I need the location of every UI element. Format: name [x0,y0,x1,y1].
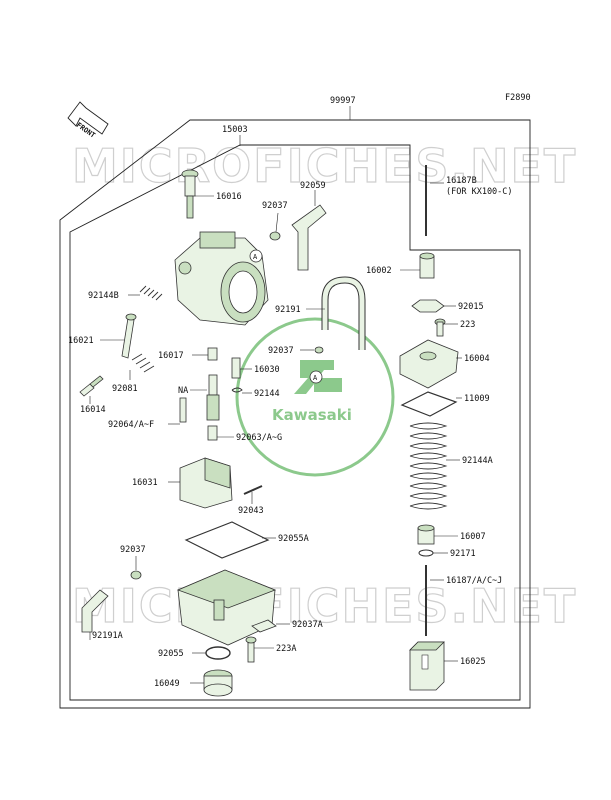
label-15003: 15003 [222,125,248,135]
part-92191a-hose [81,589,109,633]
part-16021-screw [121,313,137,359]
part-16049-plug [203,669,233,697]
label-92037-center: 92037 [268,346,294,356]
part-92191-hose: A [309,276,366,384]
label-16031: 16031 [132,478,158,488]
front-arrow-icon: FRONT [67,101,109,140]
part-92037-center [314,346,324,354]
part-92037-upper [269,231,281,241]
label-11009: 11009 [464,394,490,404]
part-223-screw [434,318,446,337]
part-92144-small [231,387,243,393]
part-92059-hose [291,204,327,271]
part-92081-spring [131,353,155,373]
watermark-bottom: MICROFICHES.NET [72,579,577,633]
label-223: 223 [460,320,475,330]
part-92015-nut [411,299,445,313]
label-92171: 92171 [450,549,476,559]
label-16049: 16049 [154,679,180,689]
label-16187b-note: (FOR KX100-C) [446,187,513,197]
part-16025-valve [409,641,445,691]
label-92055a: 92055A [278,534,309,544]
label-92043: 92043 [238,506,264,516]
watermark-top: MICROFICHES.NET [72,139,577,193]
label-223a: 223A [276,644,296,654]
part-11009-gasket [400,391,458,417]
label-na: NA [178,386,188,396]
label-92055: 92055 [158,649,184,659]
assembly-frame-outer [59,119,531,709]
label-16002: 16002 [366,266,392,276]
part-92043-pin [243,485,263,495]
part-92055-oring [205,646,231,660]
part-16031-float [179,457,233,509]
part-float-bowl [176,569,277,646]
logo-text: Kawasaki [272,406,352,424]
part-92055a-gasket [184,521,270,559]
part-16004-cover [399,339,459,389]
label-16187: 16187/A/C~J [446,576,502,586]
label-92144a: 92144A [462,456,493,466]
label-92037-left: 92037 [120,545,146,555]
label-92191a: 92191A [92,631,123,641]
svg-text:A: A [313,374,318,382]
figure-code: F2890 [505,93,531,103]
label-16021: 16021 [68,336,94,346]
label-16017: 16017 [158,351,184,361]
part-223a-screw [245,636,257,663]
assembly-frame-inner [69,144,521,701]
part-16007 [417,524,435,545]
svg-text:A: A [253,253,258,261]
label-16016: 16016 [216,192,242,202]
label-92059: 92059 [300,181,326,191]
label-16187b: 16187B [446,176,477,186]
part-92037-left [130,570,142,580]
label-92037-upper: 92037 [262,201,288,211]
part-92144a-spring [409,422,448,510]
part-92064-jet [179,397,187,423]
label-92064: 92064/A~F [108,420,154,430]
label-92191: 92191 [275,305,301,315]
label-92081: 92081 [112,384,138,394]
part-16017 [207,347,218,361]
label-92037a: 92037A [292,620,323,630]
label-16007: 16007 [460,532,486,542]
label-16004: 16004 [464,354,490,364]
label-16025: 16025 [460,657,486,667]
label-92015: 92015 [458,302,484,312]
label-99997: 99997 [330,96,356,106]
part-92037a [251,619,277,633]
ref-a-circle-upper [249,249,263,263]
label-92144: 92144 [254,389,280,399]
part-na-jet [206,374,220,421]
part-92063-jet [207,425,218,441]
part-carburetor-body: A [174,231,269,326]
part-92171-clip [418,549,434,557]
part-16014-screw [79,375,104,397]
label-92063: 92063/A~G [236,433,282,443]
part-92144b-spring [139,285,163,301]
label-16014: 16014 [80,405,106,415]
label-92144b: 92144B [88,291,119,301]
ref-a-circle-lower [309,370,323,384]
part-16030 [231,357,241,379]
part-16002 [419,252,435,279]
part-16016 [181,169,199,219]
label-16030: 16030 [254,365,280,375]
